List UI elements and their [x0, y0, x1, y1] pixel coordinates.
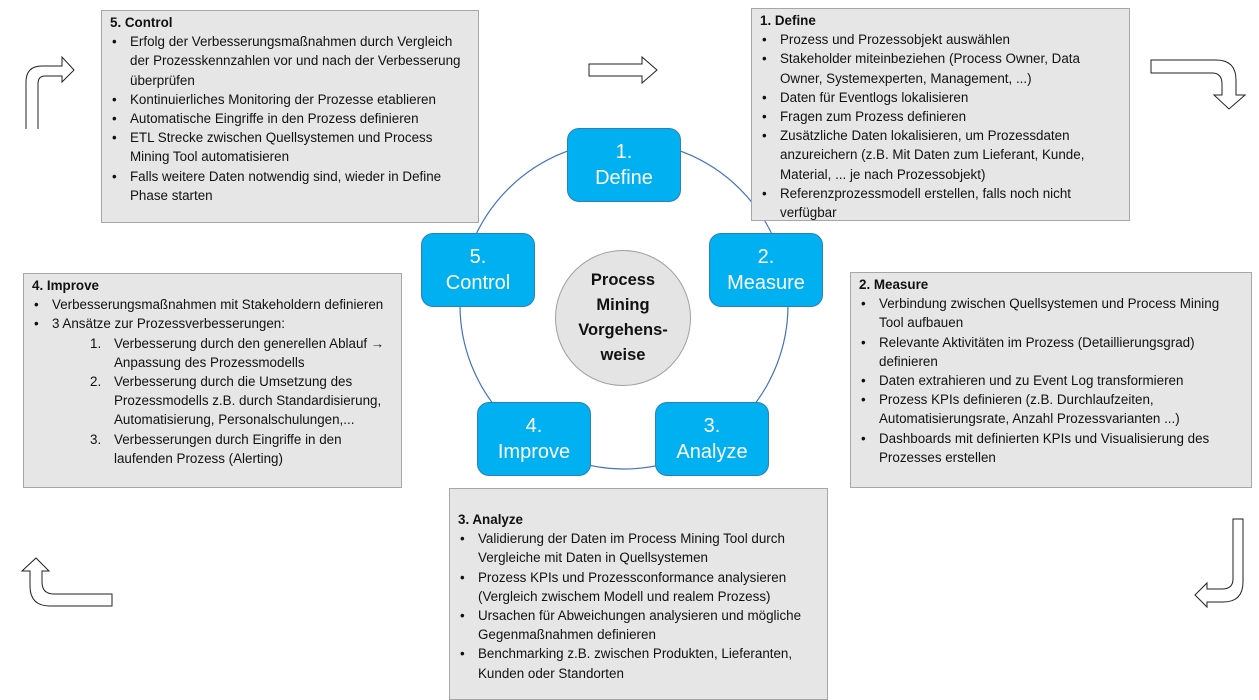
- list-item: Erfolg der Verbesserungsmaßnahmen durch …: [110, 32, 470, 90]
- step-improve: 4. Improve: [477, 402, 591, 476]
- step-number: 3.: [703, 415, 721, 437]
- list-item: Daten für Eventlogs lokalisieren: [760, 88, 1121, 107]
- list-item: Daten extrahieren und zu Event Log trans…: [859, 371, 1243, 390]
- step-label: Control: [445, 272, 511, 294]
- panel-define: 1. Define Prozess und Prozessobjekt ausw…: [751, 8, 1130, 221]
- panel-improve-title: 4. Improve: [32, 278, 99, 293]
- step-number: 2.: [757, 246, 775, 268]
- list-item: 3 Ansätze zur Prozessverbesserungen:: [32, 314, 393, 333]
- step-label: Measure: [727, 272, 805, 294]
- list-item: Referenzprozessmodell erstellen, falls n…: [760, 184, 1121, 222]
- center-circle: Process Mining Vorgehens- weise: [555, 250, 691, 386]
- arrow-bent-left-up-icon: [20, 557, 113, 607]
- list-item: Kontinuierliches Monitoring der Prozesse…: [110, 90, 470, 109]
- list-item: Prozess KPIs definieren (z.B. Durchlaufz…: [859, 390, 1243, 428]
- list-item: Falls weitere Daten notwendig sind, wied…: [110, 167, 470, 205]
- list-item: Verbindung zwischen Quellsystemen und Pr…: [859, 294, 1243, 332]
- panel-analyze-title: 3. Analyze: [458, 512, 523, 527]
- list-item: Ursachen für Abweichungen analysieren un…: [458, 606, 819, 644]
- list-item: Zusätzliche Daten lokalisieren, um Proze…: [760, 126, 1121, 184]
- panel-control: 5. Control Erfolg der Verbesserungsmaßna…: [101, 10, 479, 223]
- panel-improve: 4. Improve Verbesserungsmaßnahmen mit St…: [23, 273, 402, 488]
- center-line: Vorgehens-: [578, 321, 668, 339]
- numbered-item: Verbesserung durch die Umsetzung des Pro…: [90, 372, 393, 430]
- list-item: Validierung der Daten im Process Mining …: [458, 529, 819, 567]
- panel-measure-title: 2. Measure: [859, 277, 929, 292]
- arrow-bent-right-down-icon: [1150, 59, 1247, 110]
- arrow-right-icon: [588, 55, 658, 85]
- step-control: 5. Control: [421, 233, 535, 307]
- center-line: weise: [600, 346, 646, 364]
- step-label: Analyze: [676, 441, 748, 463]
- panel-define-title: 1. Define: [760, 13, 816, 28]
- numbered-item: Verbesserung durch den generellen Ablauf…: [90, 334, 393, 372]
- list-item: Fragen zum Prozess definieren: [760, 107, 1121, 126]
- list-item: Benchmarking z.B. zwischen Produkten, Li…: [458, 644, 819, 682]
- list-item: Prozess und Prozessobjekt auswählen: [760, 30, 1121, 49]
- numbered-item: Verbesserungen durch Eingriffe in den la…: [90, 430, 393, 468]
- list-item: ETL Strecke zwischen Quellsystemen und P…: [110, 128, 470, 166]
- center-line: Process: [590, 271, 656, 289]
- step-label: Improve: [497, 441, 571, 463]
- list-item: Dashboards mit definierten KPIs und Visu…: [859, 429, 1243, 467]
- step-define: 1. Define: [567, 128, 681, 202]
- step-number: 4.: [525, 415, 543, 437]
- step-analyze: 3. Analyze: [655, 402, 769, 476]
- step-number: 1.: [615, 141, 633, 163]
- list-item: Relevante Aktivitäten im Prozess (Detail…: [859, 333, 1243, 371]
- list-item: Stakeholder miteinbeziehen (Process Owne…: [760, 49, 1121, 87]
- panel-analyze: 3. Analyze Validierung der Daten im Proc…: [449, 488, 828, 700]
- arrow-bent-up-right-icon: [25, 55, 75, 129]
- step-label: Define: [595, 167, 653, 189]
- list-item: Verbesserungsmaßnahmen mit Stakeholdern …: [32, 295, 393, 314]
- center-line: Mining: [596, 296, 650, 314]
- step-measure: 2. Measure: [709, 233, 823, 307]
- center-label: Process Mining Vorgehens- weise: [568, 268, 678, 368]
- panel-control-title: 5. Control: [110, 15, 173, 30]
- list-item: Prozess KPIs und Prozessconformance anal…: [458, 568, 819, 606]
- step-number: 5.: [469, 246, 487, 268]
- list-item: Automatische Eingriffe in den Prozess de…: [110, 109, 470, 128]
- panel-measure: 2. Measure Verbindung zwischen Quellsyst…: [850, 272, 1252, 488]
- arrow-bent-down-left-icon: [1194, 518, 1244, 609]
